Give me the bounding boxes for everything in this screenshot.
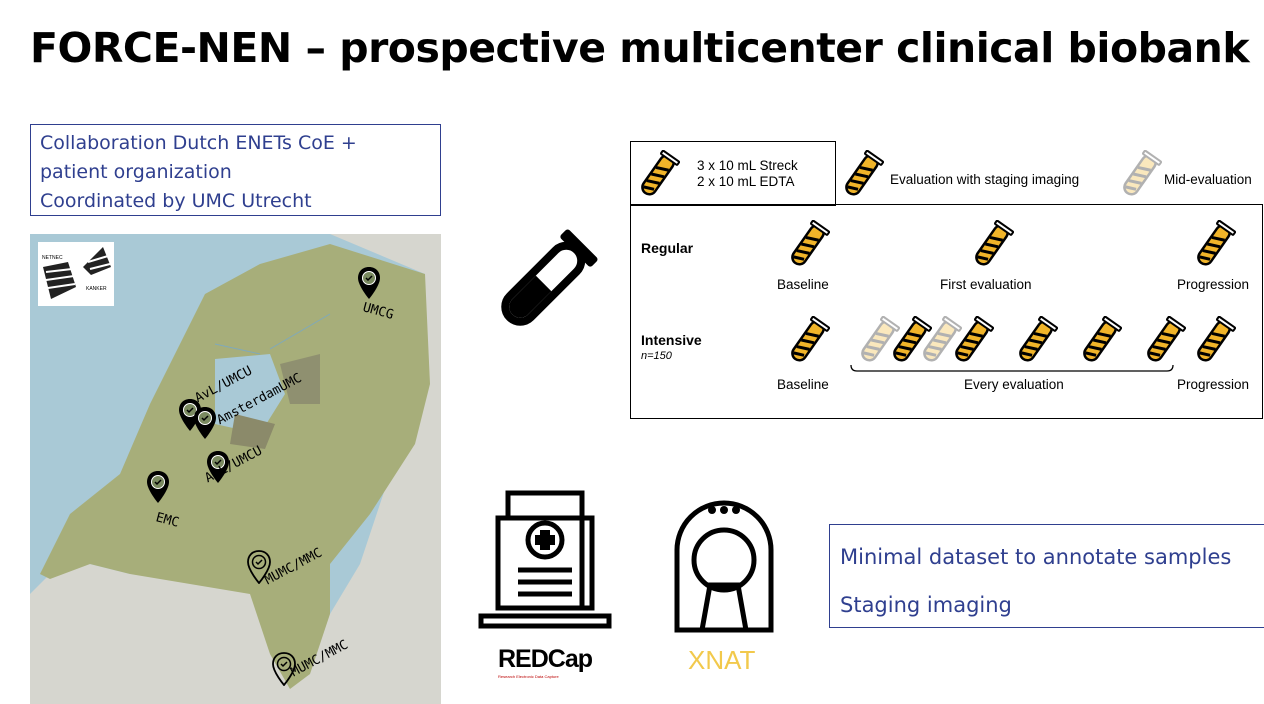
legend-sample-box: [630, 141, 836, 206]
tube-icon: [786, 220, 830, 270]
tube-icon: [970, 220, 1014, 270]
dataset-box: Minimal dataset to annotate samples Stag…: [829, 524, 1264, 628]
map-pin-icon[interactable]: [357, 266, 381, 300]
progression-label: Progression: [1177, 277, 1250, 292]
intensive-n: n=150: [641, 350, 672, 362]
tube-icon: [1192, 220, 1236, 270]
redcap-logo: REDCap Research Electronic Data Capture: [498, 645, 593, 679]
faded-tube-icon: [1118, 150, 1162, 200]
map-pin-icon[interactable]: [193, 406, 217, 440]
collaboration-line: Collaboration Dutch ENETs CoE +: [40, 132, 357, 154]
netherlands-map: NETNEC KANKER UMCG AvL/UMCU AmsterdamUMC…: [30, 234, 441, 704]
tube-icon: [786, 316, 830, 366]
tube-icon: [1078, 316, 1122, 366]
medical-record-laptop-icon: [478, 490, 612, 629]
collaboration-box: Collaboration Dutch ENETs CoE + patient …: [30, 124, 441, 216]
scanner-icon: [674, 500, 774, 633]
legend-sample: 3 x 10 mL Streck: [697, 158, 798, 173]
collaboration-line: patient organization: [40, 161, 232, 183]
tube-icon: [950, 316, 994, 366]
tube-icon: [636, 150, 680, 200]
first-evaluation-label: First evaluation: [940, 277, 1032, 292]
every-evaluation-label: Every evaluation: [964, 377, 1064, 392]
progression-label: Progression: [1177, 377, 1250, 392]
dataset-line: Staging imaging: [840, 593, 1012, 617]
collaboration-line: Coordinated by UMC Utrecht: [40, 190, 312, 212]
slide-title: FORCE-NEN – prospective multicenter clin…: [30, 24, 1250, 72]
baseline-label: Baseline: [777, 277, 829, 292]
logo-text: KANKER: [86, 286, 107, 292]
xnat-logo: XNAT: [688, 645, 756, 675]
baseline-label: Baseline: [777, 377, 829, 392]
dataset-line: Minimal dataset to annotate samples: [840, 545, 1232, 569]
bracket: [850, 364, 1174, 372]
legend-sample: 2 x 10 mL EDTA: [697, 174, 795, 189]
intensive-label: Intensive: [641, 332, 702, 348]
tube-icon: [840, 150, 884, 200]
test-tube-icon: [501, 229, 598, 326]
tube-icon: [1014, 316, 1058, 366]
tube-icon: [1192, 316, 1236, 366]
map-pin-icon[interactable]: [146, 470, 170, 504]
logo-text: NETNEC: [42, 255, 63, 261]
schedule-box: [630, 204, 1263, 419]
redcap-logo-subtitle: Research Electronic Data Capture: [498, 674, 559, 679]
redcap-logo-text: REDCap: [498, 645, 593, 673]
regular-label: Regular: [641, 240, 694, 256]
map-image: [30, 234, 441, 704]
legend-mid-evaluation: Mid-evaluation: [1164, 172, 1252, 187]
tube-icon: [1142, 316, 1186, 366]
netnec-logo: NETNEC KANKER: [38, 242, 114, 306]
legend-evaluation: Evaluation with staging imaging: [890, 172, 1080, 187]
